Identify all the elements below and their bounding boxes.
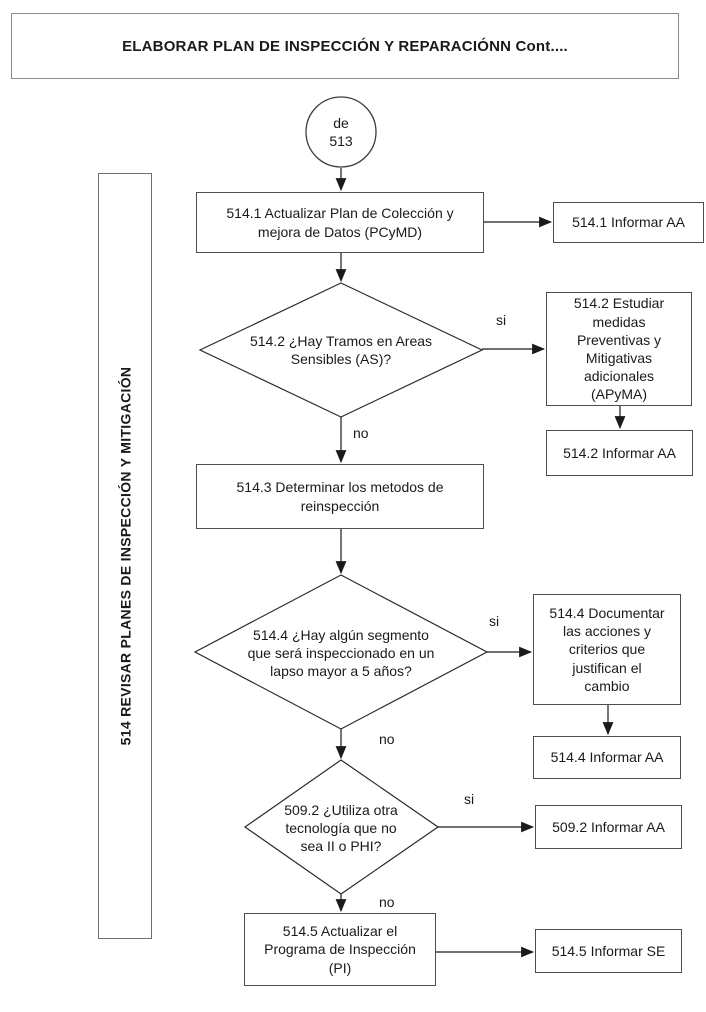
phase-sidebar: 514 REVISAR PLANES DE INSPECCIÓN Y MITIG… bbox=[98, 173, 152, 939]
process-node-514-2-estudiar: 514.2 Estudiar medidas Preventivas y Mit… bbox=[546, 292, 692, 406]
edge-label-si-514-4: si bbox=[489, 613, 500, 629]
process-node-514-2-informar-aa: 514.2 Informar AA bbox=[546, 430, 693, 476]
decision-diamond-514-2-shape bbox=[198, 282, 484, 418]
process-node-514-5-informar-se: 514.5 Informar SE bbox=[535, 929, 682, 973]
phase-sidebar-label: 514 REVISAR PLANES DE INSPECCIÓN Y MITIG… bbox=[117, 366, 133, 746]
edge-label-si-514-2: si bbox=[496, 312, 507, 328]
start-circle-shape bbox=[305, 96, 377, 168]
edge-label-no-514-2: no bbox=[353, 425, 369, 441]
title-box: ELABORAR PLAN DE INSPECCIÓN Y REPARACIÓN… bbox=[11, 13, 679, 79]
edge-label-no-514-4: no bbox=[379, 731, 395, 747]
process-node-514-5: 514.5 Actualizar el Programa de Inspecci… bbox=[244, 913, 436, 986]
edge-label-si-509-2: si bbox=[464, 791, 475, 807]
edge-label-no-509-2: no bbox=[379, 894, 395, 910]
process-node-514-3: 514.3 Determinar los metodos de reinspec… bbox=[196, 464, 484, 529]
process-node-514-4-documentar: 514.4 Documentar las acciones y criterio… bbox=[533, 594, 681, 705]
process-node-514-1: 514.1 Actualizar Plan de Colección y mej… bbox=[196, 192, 484, 253]
page-title: ELABORAR PLAN DE INSPECCIÓN Y REPARACIÓN… bbox=[122, 37, 568, 55]
decision-diamond-514-4-shape bbox=[193, 574, 489, 730]
decision-diamond-509-2-shape bbox=[243, 759, 440, 895]
process-node-514-4-informar-aa: 514.4 Informar AA bbox=[533, 736, 681, 779]
process-node-509-2-informar-aa: 509.2 Informar AA bbox=[535, 805, 682, 849]
process-node-514-1-informar-aa: 514.1 Informar AA bbox=[553, 202, 704, 243]
